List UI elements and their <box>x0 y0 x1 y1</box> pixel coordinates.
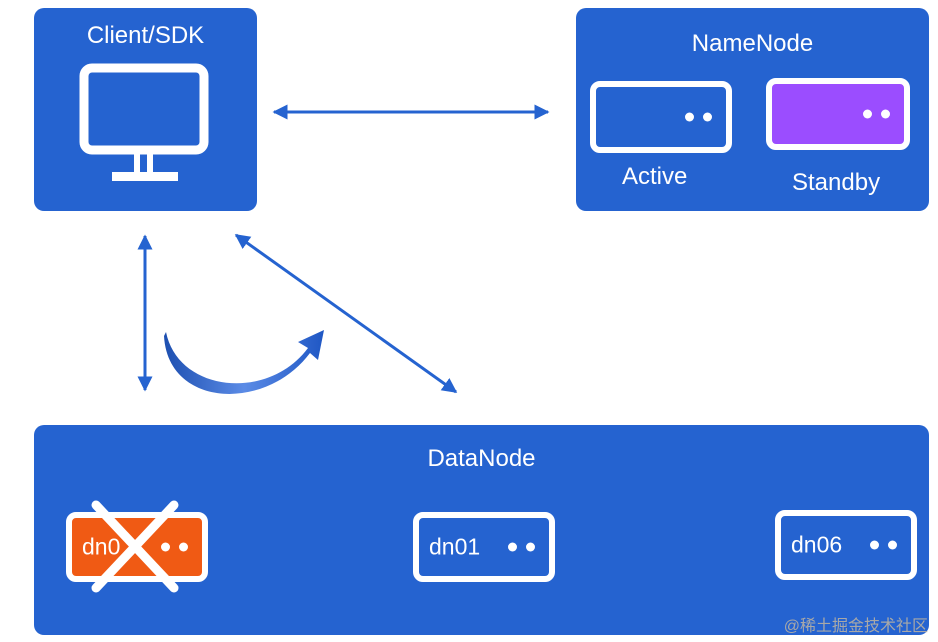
server-dots <box>863 109 890 119</box>
server-dots <box>161 542 188 552</box>
client-datanode-diagonal-arrow <box>234 233 458 394</box>
server-dots <box>508 542 535 552</box>
datanode-title: DataNode <box>427 445 536 472</box>
datanode-label: dn06 <box>791 531 843 558</box>
monitor-icon <box>79 63 209 181</box>
datanode-label: dn01 <box>429 533 481 560</box>
client-sdk-title: Client/SDK <box>86 22 205 49</box>
server-dots <box>870 540 897 550</box>
standby-namenode-server <box>766 78 910 150</box>
client-sdk-panel: Client/SDK <box>34 8 257 211</box>
server-dots <box>685 112 712 122</box>
failed-cross-icon <box>91 500 179 593</box>
datanode-server-dn06: dn06 <box>775 510 917 580</box>
namenode-panel: NameNode Active Standby <box>576 8 929 211</box>
active-namenode-server <box>590 81 732 153</box>
datanode-server-dn01: dn01 <box>413 512 555 582</box>
watermark: @稀土掘金技术社区 <box>783 618 928 635</box>
datanode-panel: DataNode dn0 dn01 dn06 <box>34 425 929 635</box>
namenode-title: NameNode <box>691 30 814 57</box>
failover-curved-arrow <box>164 330 324 394</box>
standby-label: Standby <box>792 169 881 196</box>
active-label: Active <box>622 163 688 190</box>
datanode-label: dn0 <box>82 533 121 560</box>
